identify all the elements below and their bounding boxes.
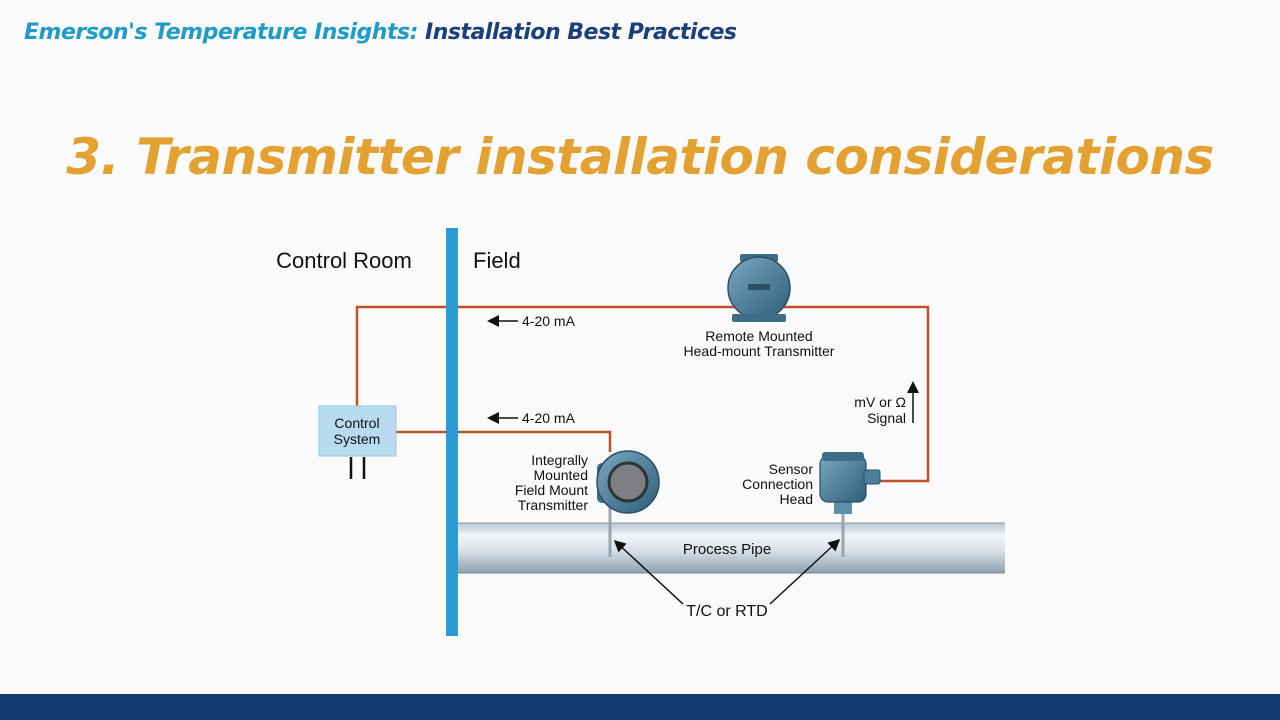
process-pipe: Process Pipe: [455, 522, 1005, 574]
integral-transmitter-icon: [596, 450, 660, 557]
pipe-label: Process Pipe: [683, 541, 771, 558]
svg-text:Sensor: Sensor: [769, 461, 814, 477]
remote-transmitter-icon: [727, 254, 791, 322]
svg-text:Integrally: Integrally: [531, 452, 588, 468]
wiring: [355, 305, 930, 483]
remote-transmitter-label-1: Remote Mounted: [705, 328, 812, 344]
wire-top-loop: [355, 305, 930, 483]
header-title: Emerson's Temperature Insights: Installa…: [24, 20, 737, 45]
svg-text:Transmitter: Transmitter: [518, 497, 589, 513]
svg-text:mV or Ω: mV or Ω: [854, 394, 906, 410]
boundary-divider: [446, 228, 458, 636]
svg-text:Head: Head: [780, 491, 813, 507]
control-system: Control System: [318, 405, 397, 479]
signal-arrow-mid: 4-20 mA: [487, 410, 576, 426]
svg-text:Connection: Connection: [742, 476, 813, 492]
slide-title: 3. Transmitter installation consideratio…: [66, 128, 1214, 186]
svg-text:Control: Control: [334, 415, 379, 431]
signal-arrow-top: 4-20 mA: [487, 313, 576, 329]
svg-text:System: System: [334, 431, 381, 447]
svg-text:4-20 mA: 4-20 mA: [522, 410, 576, 426]
footer-bar: [0, 694, 1280, 720]
wire-control-to-integral: [396, 430, 612, 452]
control-room-label: Control Room: [276, 248, 412, 273]
remote-transmitter-label-2: Head-mount Transmitter: [684, 343, 835, 359]
svg-text:Field Mount: Field Mount: [515, 482, 588, 498]
sensor-pointer-arrows: [613, 538, 841, 605]
field-label: Field: [473, 248, 521, 273]
sensor-head-label: Sensor Connection Head: [742, 461, 813, 507]
header-topic: Installation Best Practices: [425, 20, 737, 45]
header-brand: Emerson's Temperature Insights:: [24, 20, 418, 45]
mv-signal-arrow: mV or Ω Signal: [854, 381, 919, 426]
svg-text:4-20 mA: 4-20 mA: [522, 313, 576, 329]
sensor-type-label: T/C or RTD: [686, 603, 767, 620]
sensor-head-icon: [819, 452, 881, 557]
svg-text:Signal: Signal: [867, 410, 906, 426]
integral-transmitter-label: Integrally Mounted Field Mount Transmitt…: [515, 452, 588, 513]
svg-text:Mounted: Mounted: [534, 467, 588, 483]
